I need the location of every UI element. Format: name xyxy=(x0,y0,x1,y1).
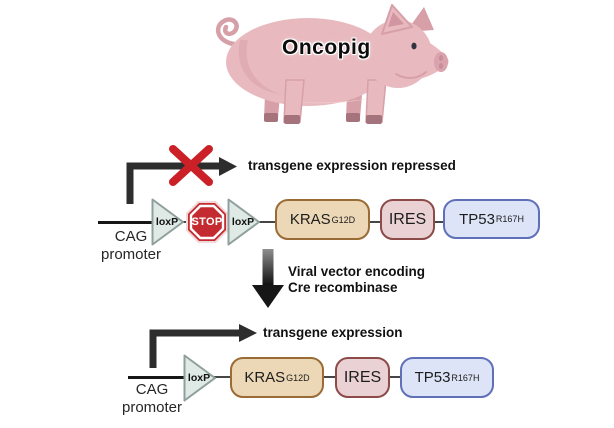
stop-cassette: STOP xyxy=(186,201,228,243)
promoter-arrow-crossed-icon xyxy=(126,145,237,204)
red-cross-icon xyxy=(169,145,213,186)
construct-line-top xyxy=(98,221,446,224)
pig-icon xyxy=(215,4,449,124)
pig-illustration xyxy=(200,2,450,128)
construct-line-bottom-start xyxy=(128,375,185,379)
pig-eye xyxy=(411,42,417,50)
ires-box-bottom: IRES xyxy=(335,357,390,398)
repressed-label: transgene expression repressed xyxy=(248,158,456,173)
pig-tail xyxy=(215,17,239,47)
stop-sign-icon xyxy=(186,201,228,243)
loxp-label: loxP xyxy=(187,371,211,384)
pig-body xyxy=(226,18,390,106)
pig-snout xyxy=(434,52,448,72)
loxp-site-3: loxP xyxy=(183,354,217,402)
loxp-label: loxP xyxy=(155,215,179,228)
cre-delivery-arrow-icon xyxy=(252,249,284,308)
loxp-triangle-icon xyxy=(183,354,216,402)
cre-label: Viral vector encoding Cre recombinase xyxy=(288,264,426,295)
loxp-triangle-icon xyxy=(151,198,184,246)
loxp-site-1: loxP xyxy=(151,198,185,246)
expression-label: transgene expression xyxy=(263,325,403,340)
construct-line-top-start xyxy=(98,220,154,224)
loxp-triangle-icon xyxy=(227,198,260,246)
cag-promoter-label-bottom: CAG promoter xyxy=(121,381,183,416)
cag-promoter-label-top: CAG promoter xyxy=(100,228,162,263)
promoter-arrow-icon xyxy=(149,324,257,368)
loxp-label: loxP xyxy=(231,215,255,228)
diagram-title: Oncopig xyxy=(282,36,371,59)
loxp-site-2: loxP xyxy=(227,198,261,246)
ires-box-top: IRES xyxy=(380,199,435,240)
stop-label: STOP xyxy=(191,216,223,228)
